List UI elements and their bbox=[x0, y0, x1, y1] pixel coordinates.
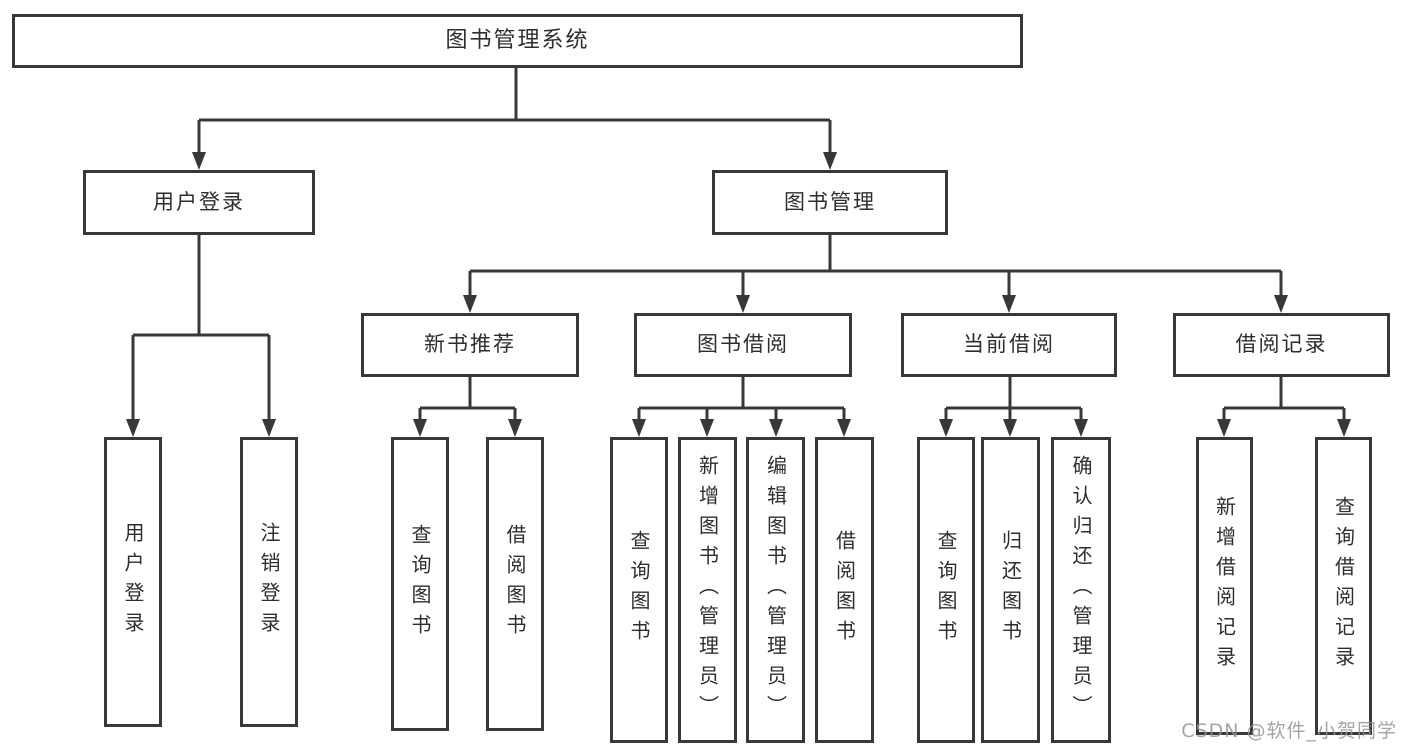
leaf-query-book-rec: 查询图书 bbox=[391, 437, 449, 731]
leaf-user-login: 用户登录 bbox=[104, 437, 162, 727]
node-new-book-rec: 新书推荐 bbox=[361, 313, 579, 377]
leaf-query-book-borrow: 查询图书 bbox=[610, 437, 668, 743]
leaf-borrow-book-rec: 借阅图书 bbox=[486, 437, 544, 731]
node-borrow-records: 借阅记录 bbox=[1173, 313, 1390, 377]
watermark: CSDN @软件_小贺同学 bbox=[1181, 720, 1397, 742]
leaf-edit-book: 编辑图书（管理员） bbox=[746, 437, 805, 743]
leaf-query-borrow-record: 查询借阅记录 bbox=[1315, 437, 1372, 735]
leaf-query-book-current: 查询图书 bbox=[917, 437, 975, 743]
leaf-add-book: 新增图书（管理员） bbox=[678, 437, 737, 743]
node-root: 图书管理系统 bbox=[12, 14, 1023, 68]
node-book-borrow: 图书借阅 bbox=[634, 313, 852, 377]
node-current-borrow: 当前借阅 bbox=[901, 313, 1117, 377]
leaf-confirm-return: 确认归还（管理员） bbox=[1051, 437, 1111, 743]
leaf-return-book: 归还图书 bbox=[981, 437, 1040, 743]
leaf-logout: 注销登录 bbox=[240, 437, 298, 727]
leaf-add-borrow-record: 新增借阅记录 bbox=[1196, 437, 1253, 735]
node-user-login: 用户登录 bbox=[83, 170, 315, 235]
node-book-mgmt: 图书管理 bbox=[712, 170, 948, 235]
leaf-borrow-book-borrow: 借阅图书 bbox=[815, 437, 874, 743]
